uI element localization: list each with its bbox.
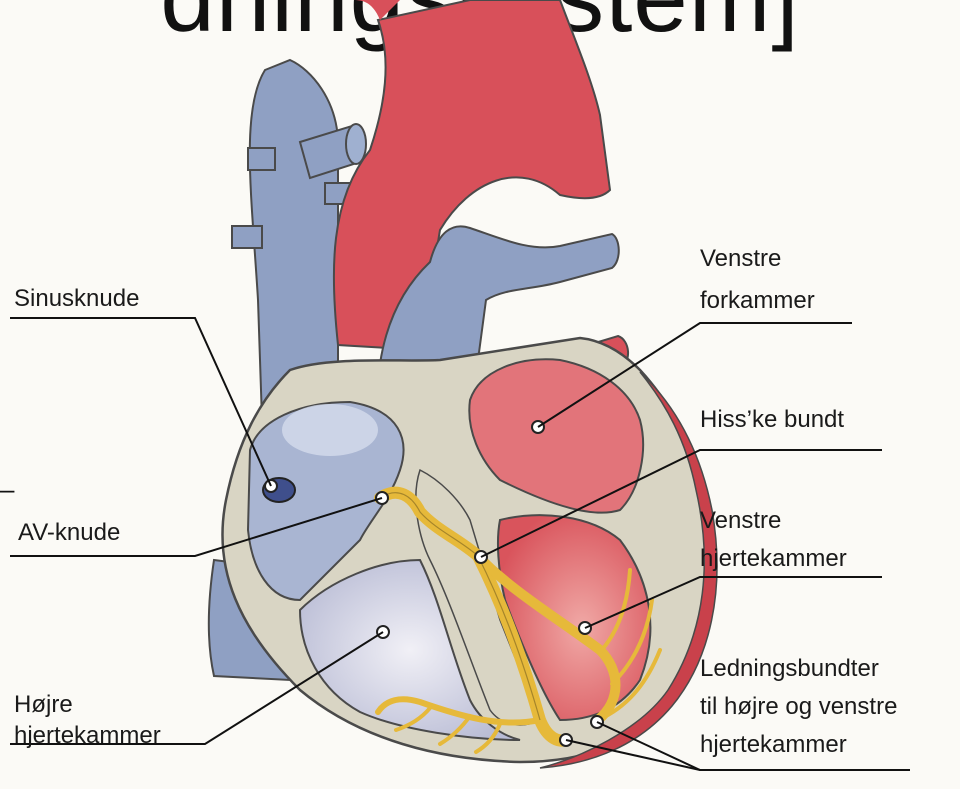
edge-mark: – <box>0 476 14 502</box>
label-ledningsbundter-1: Ledningsbundter <box>700 654 879 684</box>
label-av-knude: AV-knude <box>18 518 120 548</box>
label-hiss-bundt: Hiss’ke bundt <box>700 405 844 435</box>
label-hojre-hjertekammer-1: Højre <box>14 690 73 720</box>
label-ledningsbundter-2: til højre og venstre <box>700 692 897 722</box>
label-ledningsbundter-3: hjertekammer <box>700 730 847 760</box>
label-sinusknude: Sinusknude <box>14 284 139 314</box>
right-atrium-highlight <box>282 404 378 456</box>
label-venstre-hjertekammer-1: Venstre <box>700 506 781 536</box>
label-venstre-forkammer-1: Venstre <box>700 244 781 274</box>
label-venstre-forkammer-2: forkammer <box>700 286 815 316</box>
label-hojre-hjertekammer-2: hjertekammer <box>14 721 161 751</box>
label-venstre-hjertekammer-2: hjertekammer <box>700 544 847 574</box>
